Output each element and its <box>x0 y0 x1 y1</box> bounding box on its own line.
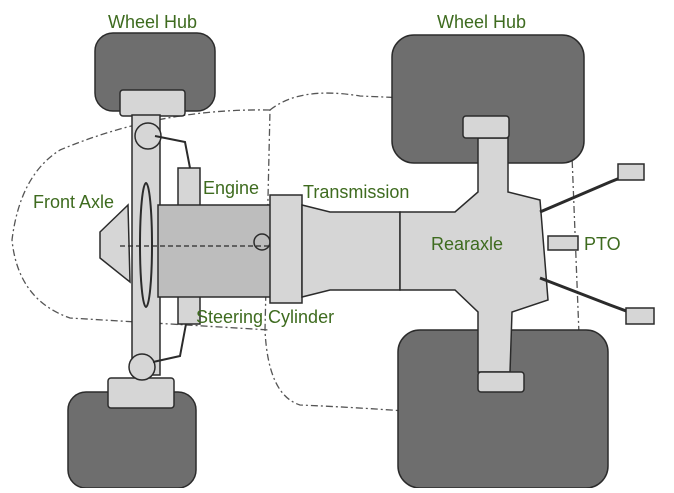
label-pto: PTO <box>584 234 621 254</box>
label-wheel-hub-left: Wheel Hub <box>108 12 198 32</box>
cab-outline <box>264 92 581 426</box>
front-right-knuckle <box>128 353 156 381</box>
lower-hitch-bracket <box>625 307 655 325</box>
front-left-knuckle <box>134 122 162 150</box>
front-axle-pivot <box>139 182 153 308</box>
label-front-axle: Front Axle <box>33 192 115 212</box>
front-right-hub <box>107 377 175 409</box>
label-steering-cylinder: Steering Cylinder <box>196 307 335 327</box>
upper-hitch-bracket <box>617 163 645 181</box>
bell-housing <box>269 194 303 304</box>
label-rear-axle: Rearaxle <box>431 234 504 254</box>
rear-axle-housing <box>399 137 549 373</box>
label-transmission: Transmission <box>303 182 410 202</box>
steering-arm-top <box>154 135 191 169</box>
label-wheel-hub-right: Wheel Hub <box>437 12 527 32</box>
transmission-housing <box>301 204 401 298</box>
front-axle-beam <box>131 114 161 376</box>
label-engine: Engine <box>203 178 260 198</box>
front-left-hub <box>119 89 186 117</box>
front-axle-housing <box>99 203 131 284</box>
steering-arm-bottom <box>152 323 187 363</box>
engine-block <box>157 204 273 298</box>
pto-shaft <box>547 235 579 251</box>
rear-left-hub <box>462 115 510 139</box>
rear-right-hub <box>477 371 525 393</box>
